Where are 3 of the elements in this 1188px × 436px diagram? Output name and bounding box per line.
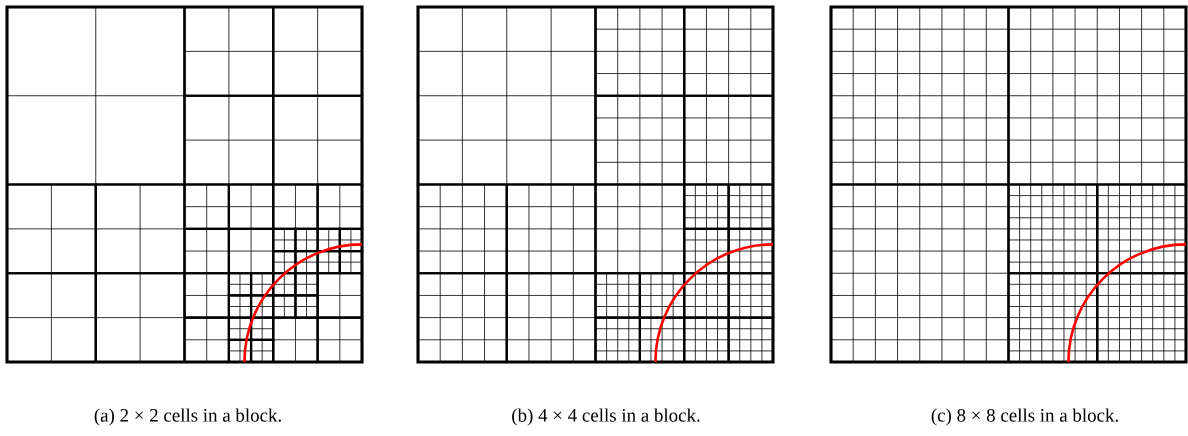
caption: (a) 2 × 2 cells in a block. <box>94 408 281 426</box>
caption: (b) 4 × 4 cells in a block. <box>512 408 700 426</box>
caption: (c) 8 × 8 cells in a block. <box>931 408 1118 426</box>
